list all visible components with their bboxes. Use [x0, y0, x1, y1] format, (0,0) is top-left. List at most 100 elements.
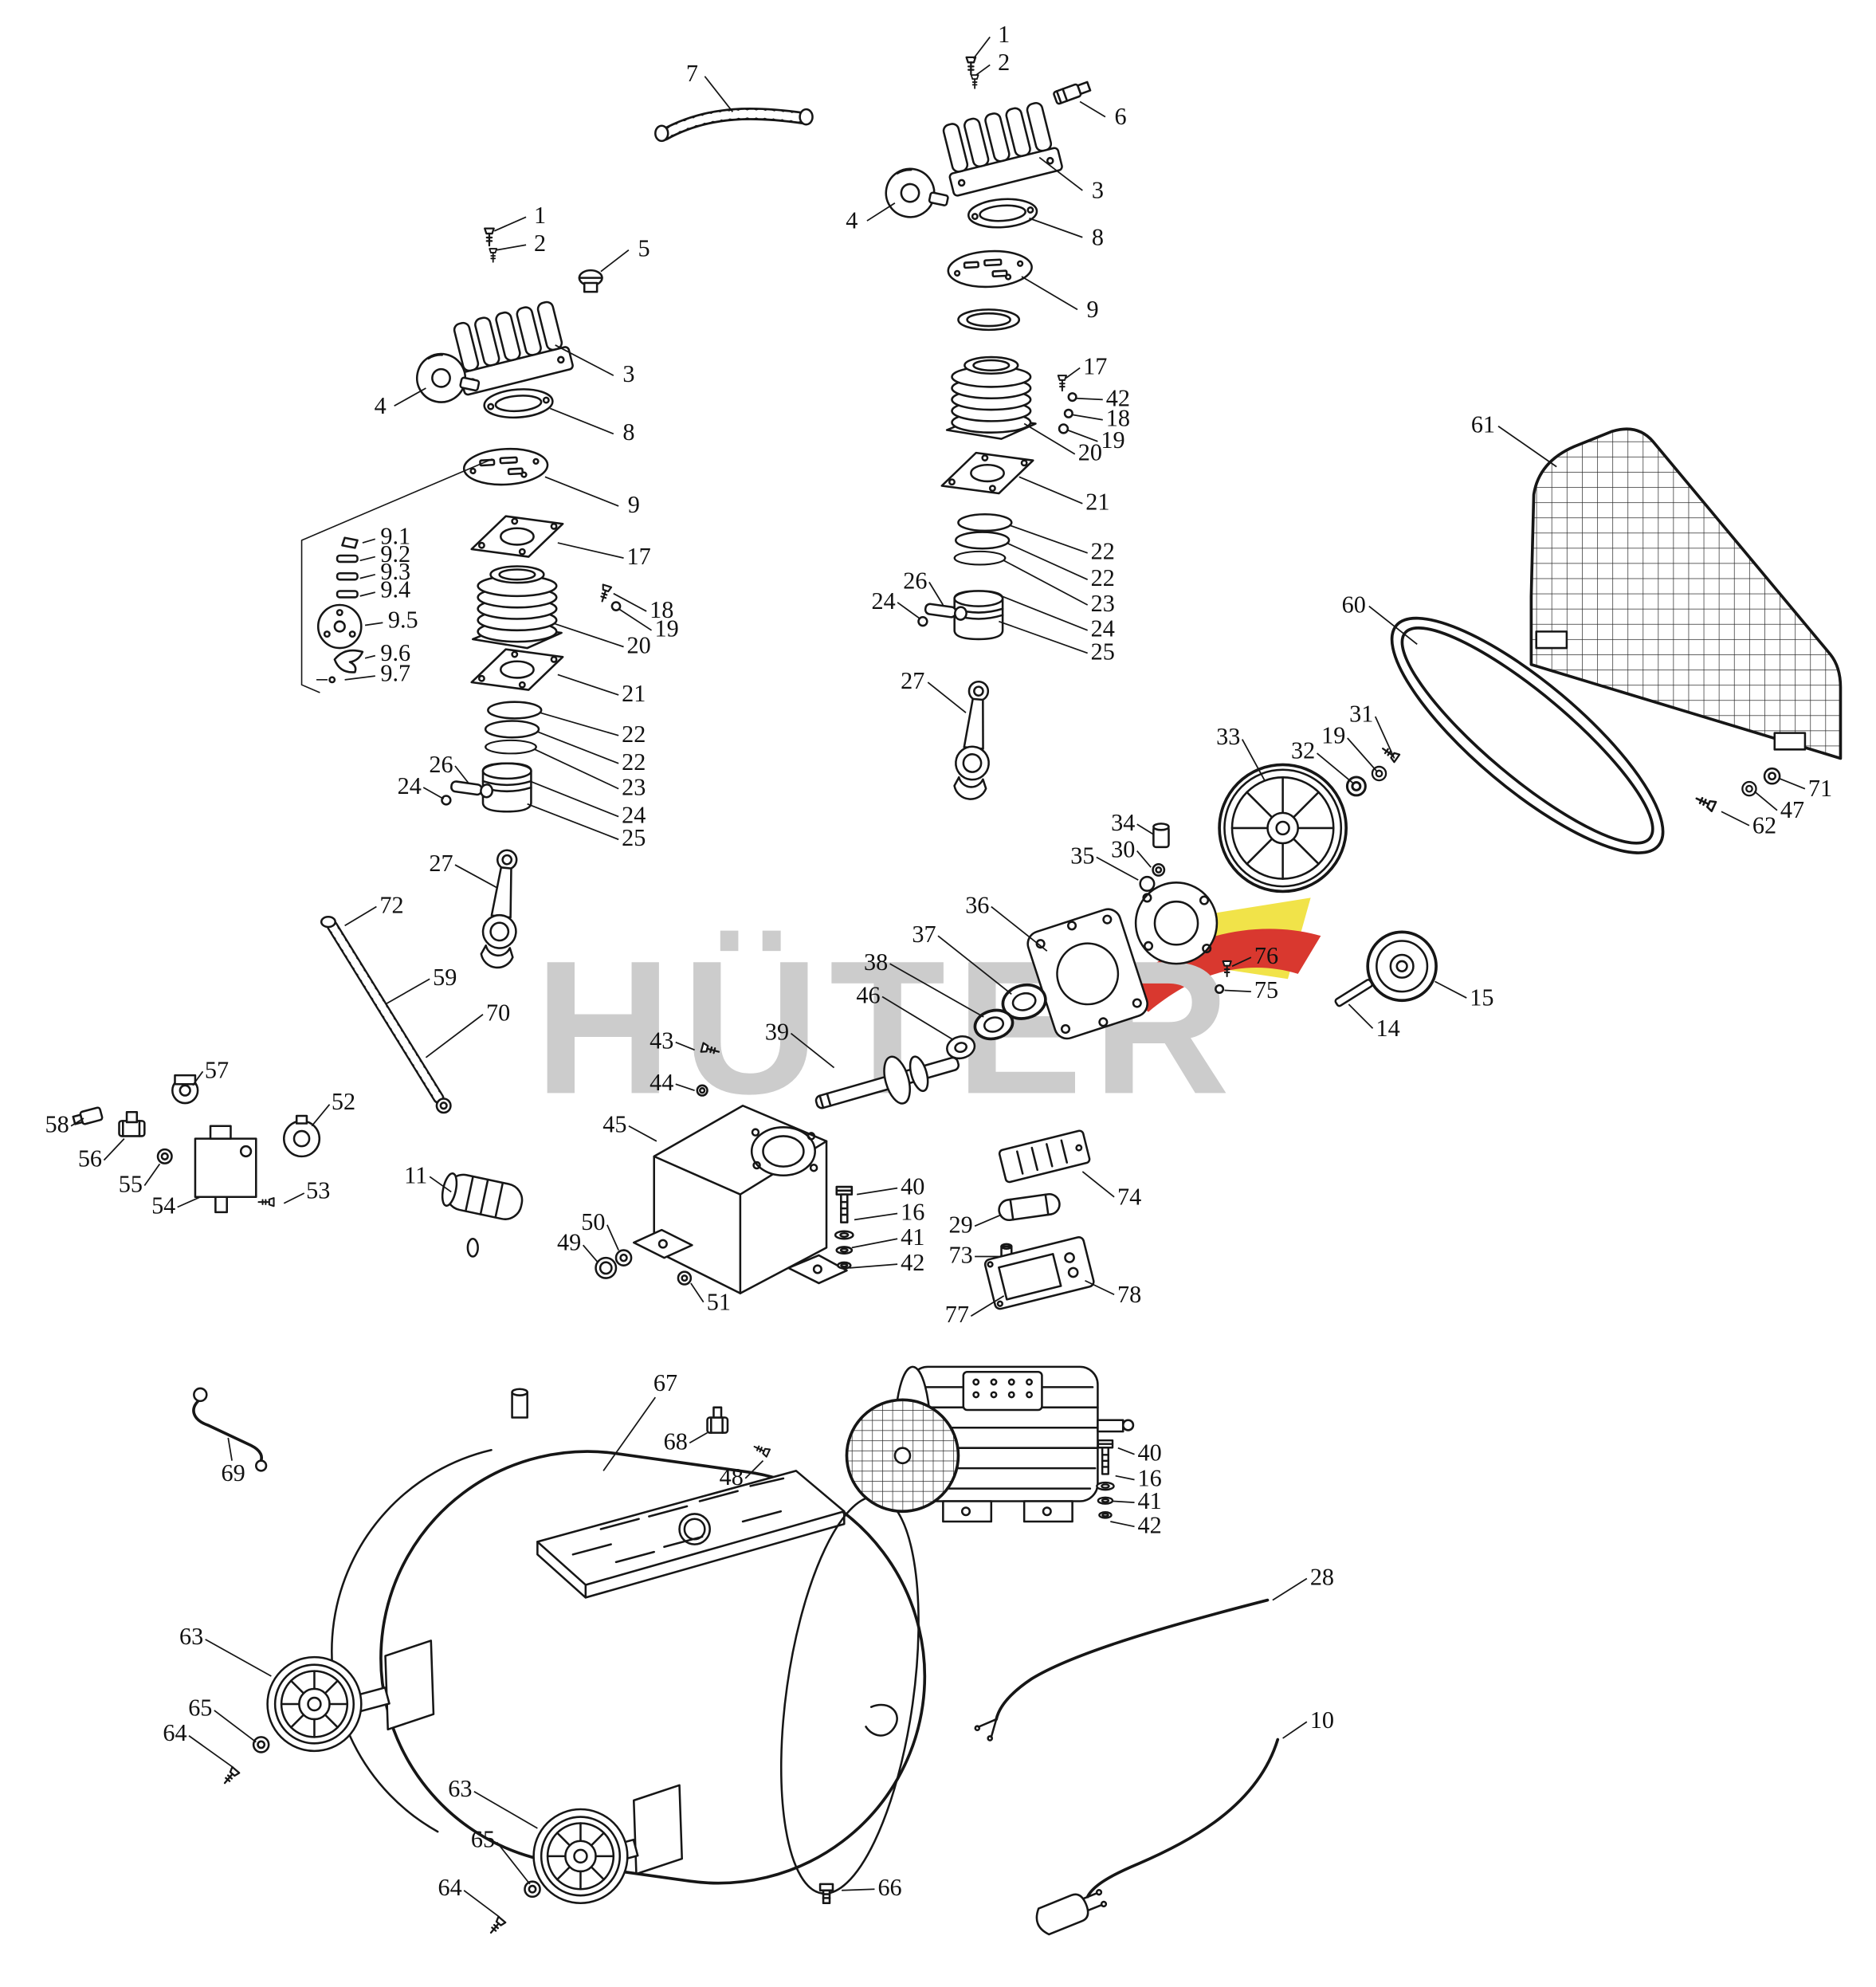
part-number-53: 53 — [306, 1176, 330, 1204]
plug-30 — [1152, 862, 1166, 877]
piston-ring — [487, 701, 543, 720]
head-gasket — [966, 195, 1039, 231]
part-number-47: 47 — [1780, 796, 1804, 823]
part-number-50: 50 — [581, 1208, 605, 1235]
air-tank — [331, 1448, 927, 1895]
pressure-switch-assembly — [72, 1074, 321, 1214]
part-number-39: 39 — [765, 1019, 789, 1046]
part-number-8: 8 — [1092, 223, 1104, 250]
leader-line-66 — [842, 1888, 875, 1891]
part-number-58: 58 — [45, 1111, 69, 1138]
leader-line-55 — [143, 1163, 161, 1186]
leader-line-9.7 — [344, 675, 375, 681]
part-number-76: 76 — [1254, 942, 1278, 969]
leader-line-39 — [790, 1032, 835, 1069]
part-number-42: 42 — [1138, 1511, 1162, 1538]
circlip — [441, 795, 452, 806]
leader-line-76 — [1231, 956, 1252, 968]
leader-line-9.3 — [359, 573, 376, 579]
capacitor-29 — [998, 1192, 1061, 1222]
part-number-45: 45 — [602, 1111, 626, 1138]
leader-line-69 — [227, 1437, 233, 1461]
part-number-25: 25 — [622, 824, 646, 851]
part-number-1: 1 — [534, 202, 546, 229]
leader-line-9.5 — [364, 622, 383, 626]
washer-19 — [1058, 423, 1069, 434]
screw-2 — [489, 248, 498, 263]
leader-line-27 — [454, 864, 497, 889]
part-number-70: 70 — [486, 999, 510, 1027]
part-number-26: 26 — [429, 751, 453, 778]
belt-guard — [1529, 427, 1843, 760]
terminal-cover — [962, 1371, 1043, 1412]
piston-ring — [954, 531, 1011, 550]
motor-pulley — [1366, 930, 1438, 1003]
part-number-35: 35 — [1070, 842, 1094, 869]
part-number-16: 16 — [901, 1198, 924, 1225]
part-number-14: 14 — [1376, 1015, 1400, 1042]
leader-line-43 — [675, 1041, 695, 1051]
leader-line-4 — [866, 202, 896, 222]
leader-line-10 — [1282, 1721, 1308, 1739]
leader-line-74 — [1081, 1171, 1115, 1198]
leader-line-22 — [1008, 524, 1088, 554]
washer-18 — [1063, 408, 1073, 418]
leader-line-40 — [857, 1187, 898, 1196]
pump-assembly-left — [411, 227, 622, 971]
leader-line-50 — [606, 1224, 619, 1251]
leader-line-59 — [385, 978, 430, 1005]
leader-line-51 — [690, 1282, 704, 1303]
leader-line-8 — [1029, 218, 1083, 238]
part-number-9: 9 — [628, 491, 640, 518]
part-number-73: 73 — [949, 1241, 973, 1268]
leader-line-19 — [1066, 429, 1098, 442]
v-belt — [1390, 616, 1665, 854]
part-number-69: 69 — [222, 1459, 245, 1486]
part-number-37: 37 — [912, 921, 936, 948]
leader-line-17 — [557, 542, 624, 560]
wheel-front — [266, 1655, 363, 1753]
leader-line-65 — [496, 1841, 531, 1885]
part-number-32: 32 — [1291, 736, 1315, 764]
cylinder-gasket — [940, 451, 1034, 495]
check-valve-5 — [578, 269, 603, 293]
part-number-33: 33 — [1216, 723, 1240, 750]
axle-bolt-64 — [220, 1765, 241, 1787]
leader-line-32 — [1317, 752, 1355, 784]
leader-line-24 — [1001, 595, 1089, 631]
leader-line-44 — [675, 1083, 695, 1092]
fitting-68 — [706, 1406, 729, 1434]
cylinder-head — [936, 99, 1064, 198]
wheel-washer-65 — [252, 1736, 270, 1753]
washer-42 — [1067, 392, 1077, 403]
leader-line-75 — [1224, 989, 1251, 992]
terminal-box-77-78 — [983, 1236, 1095, 1310]
part-number-38: 38 — [864, 948, 888, 976]
leader-line-19 — [618, 608, 653, 631]
leader-line-23 — [534, 748, 619, 790]
sightglass-parts-49-50-51 — [595, 1249, 693, 1286]
leader-line-70 — [425, 1014, 484, 1058]
part-number-9.4: 9.4 — [380, 575, 410, 603]
bolt-stack-40-16-41-42 — [834, 1185, 854, 1270]
leader-line-23 — [1003, 560, 1089, 606]
part-number-21: 21 — [1085, 489, 1109, 516]
leader-line-20 — [1023, 422, 1076, 455]
part-number-15: 15 — [1470, 984, 1493, 1011]
leader-line-71 — [1779, 778, 1806, 790]
leader-line-48 — [744, 1459, 764, 1479]
leader-line-42 — [849, 1263, 898, 1269]
part-number-9.3: 9.3 — [380, 558, 410, 585]
leader-line-36 — [991, 905, 1048, 952]
connecting-rod — [952, 679, 997, 802]
leader-line-22 — [537, 731, 619, 764]
leader-line-30 — [1136, 850, 1152, 868]
motor-bolt-stack-40-16-41-42 — [1096, 1439, 1115, 1519]
part-number-24: 24 — [1091, 615, 1115, 642]
part-number-52: 52 — [332, 1088, 355, 1115]
leader-line-68 — [689, 1431, 708, 1444]
leader-line-5 — [600, 249, 630, 273]
leader-line-24 — [422, 787, 445, 800]
nut-55 — [156, 1148, 173, 1164]
